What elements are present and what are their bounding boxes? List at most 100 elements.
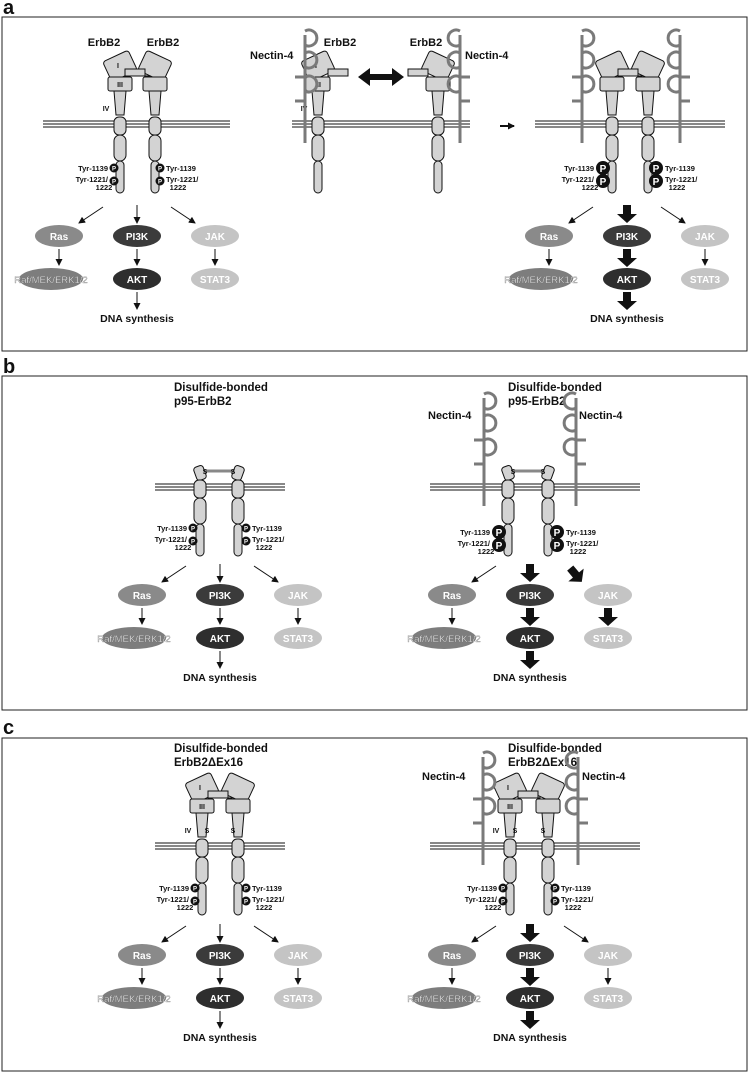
nectin-label-left: Nectin-4 xyxy=(422,771,466,783)
phosphate-icon xyxy=(649,161,663,175)
tyr-1139-label: Tyr-1139 xyxy=(252,884,282,893)
tm-segment xyxy=(193,479,207,499)
phosphate-icon xyxy=(188,523,198,533)
kinase-domain xyxy=(113,134,127,162)
raf-mek-erk-label: Raf/MEK/ERK1/2 xyxy=(407,994,480,1005)
phosphate-label: P xyxy=(496,528,503,539)
tyr-1139-label: Tyr-1139 xyxy=(566,528,596,537)
ras-node xyxy=(525,225,573,247)
ig-loop xyxy=(483,413,498,433)
tm-segment xyxy=(148,116,162,136)
ig-loop xyxy=(581,50,596,70)
tm-segment xyxy=(541,838,555,858)
dimerization-arm xyxy=(327,68,349,77)
stat3-node xyxy=(274,987,322,1009)
receptor xyxy=(124,50,172,194)
construct-title-line2: p95-ErbB2 xyxy=(174,396,232,408)
arrow-to-dna xyxy=(520,651,540,669)
domain-I xyxy=(531,772,565,804)
raf-mek-erk-node xyxy=(19,268,83,290)
tyr-1222-label: 1222 xyxy=(96,183,113,192)
ig-loop xyxy=(304,28,319,48)
phosphate-icon xyxy=(550,538,564,552)
stat3-node xyxy=(584,987,632,1009)
phosphate-label: P xyxy=(112,180,116,186)
tm-segment xyxy=(501,479,515,499)
kinase-domain xyxy=(605,134,619,162)
tyr-1222-label: 1222 xyxy=(256,543,273,552)
tyr-1139-label: Tyr-1139 xyxy=(252,524,282,533)
pi3k-label: PI3K xyxy=(519,591,542,602)
phosphate-label: P xyxy=(554,541,561,552)
receptor xyxy=(617,50,665,194)
pi3k-label: PI3K xyxy=(209,951,232,962)
phosphate-icon xyxy=(155,163,165,173)
ig-loop xyxy=(666,50,681,70)
phosphate-icon xyxy=(109,163,119,173)
phosphate-label: P xyxy=(158,180,162,186)
domain-I xyxy=(631,50,665,82)
akt-node xyxy=(506,627,554,649)
phosphate-label: P xyxy=(553,900,557,906)
dna-synthesis-label: DNA synthesis xyxy=(100,313,174,325)
construct-title-line1: Disulfide-bonded xyxy=(508,743,602,755)
c-tail xyxy=(433,160,443,194)
construct-title-line2: p95-ErbB2 xyxy=(508,396,566,408)
construct-title-line2: ErbB2ΔEx16 xyxy=(508,757,577,769)
erbb2-label-right: ErbB2 xyxy=(147,37,179,49)
tyr-1221-label: Tyr-1221/ xyxy=(465,895,498,904)
panel-b-frame xyxy=(1,375,748,711)
pi3k-label: PI3K xyxy=(209,591,232,602)
ras-node xyxy=(428,944,476,966)
dimerization-arm xyxy=(617,68,639,77)
tyr-1222-label: 1222 xyxy=(570,547,587,556)
tyr-1222-label: 1222 xyxy=(582,183,599,192)
jak-label: JAK xyxy=(695,232,716,243)
phosphate-icon xyxy=(188,536,198,546)
akt-node xyxy=(196,987,244,1009)
tm-segment xyxy=(195,838,209,858)
tyr-1221-label: Tyr-1221/ xyxy=(252,535,285,544)
domain-IV xyxy=(231,812,245,838)
akt-node xyxy=(196,627,244,649)
dimerization-arm xyxy=(407,68,429,77)
ig-loop xyxy=(562,413,577,433)
pi3k-label: PI3K xyxy=(126,232,149,243)
tyr-1222-label: 1222 xyxy=(485,903,502,912)
domain-label-IV: IV xyxy=(185,828,192,835)
nectin-4 xyxy=(446,28,470,143)
ig-loop xyxy=(564,772,579,792)
tyr-1222-label: 1222 xyxy=(565,903,582,912)
tyr-1139-label: Tyr-1139 xyxy=(166,164,196,173)
domain-I xyxy=(421,50,455,82)
tyr-1139-label: Tyr-1139 xyxy=(460,528,490,537)
arrow-to-ras xyxy=(78,206,104,224)
receptor xyxy=(501,465,515,557)
nectin-4 xyxy=(562,391,586,506)
tyr-1139-label: Tyr-1139 xyxy=(159,884,189,893)
disulfide-s-left: S xyxy=(203,469,208,476)
ig-loop xyxy=(564,750,579,770)
ig-loop xyxy=(562,391,577,411)
ig-loop xyxy=(304,74,319,94)
jak-node xyxy=(274,944,322,966)
dimerization-arm xyxy=(517,790,539,799)
ras-label: Ras xyxy=(443,951,462,962)
arrow-to-dna xyxy=(520,1011,540,1029)
tyr-1222-label: 1222 xyxy=(256,903,273,912)
nectin-label-left: Nectin-4 xyxy=(250,50,294,62)
pi3k-node xyxy=(196,944,244,966)
stat3-node xyxy=(274,627,322,649)
tm-segment xyxy=(541,479,555,499)
ig-loop xyxy=(581,74,596,94)
